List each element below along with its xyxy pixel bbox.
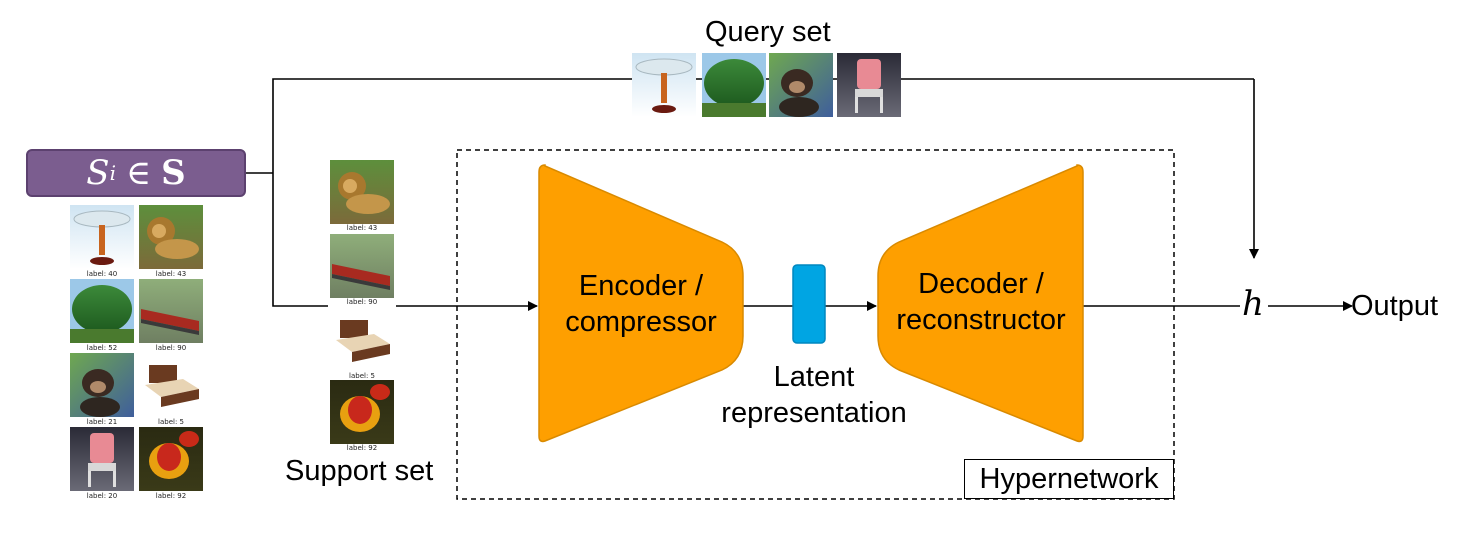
support-train-image [330, 234, 394, 298]
task-train-image [139, 279, 203, 343]
task-label: label: 43 [155, 270, 187, 278]
support-path [272, 173, 328, 307]
h-symbol: h [1242, 284, 1264, 324]
decoder-label: Decoder / reconstructor [886, 266, 1076, 338]
task-label: label: 20 [86, 492, 118, 500]
set-family-symbol: S [161, 153, 186, 193]
latent-label: Latent representation [704, 359, 924, 431]
query-path [272, 78, 1254, 173]
query-chimpanzee-image [769, 53, 833, 117]
task-lamp-image [69, 204, 135, 270]
support-label: label: 92 [346, 444, 378, 452]
decoder-trapezoid [877, 164, 1084, 443]
support-label: label: 5 [349, 372, 375, 380]
task-bed-image [139, 353, 203, 417]
support-label: label: 43 [346, 224, 378, 232]
decoder-label-line1: Decoder / [918, 268, 1044, 300]
query-chair-image [837, 53, 901, 117]
task-tulip-image [139, 427, 203, 491]
set-subscript: i [109, 161, 116, 185]
set-symbol: S [86, 153, 110, 193]
task-label: label: 5 [158, 418, 184, 426]
support-tulip-image [330, 380, 394, 444]
task-chimpanzee-image [70, 353, 134, 417]
support-set-title: Support set [285, 455, 434, 487]
task-label: label: 92 [155, 492, 187, 500]
query-set-images [631, 52, 901, 118]
encoder-label-line1: Encoder / [578, 270, 704, 302]
encoder-label-line2: compressor [565, 306, 717, 338]
latent-label-line1: Latent [773, 361, 855, 393]
task-tree-image [70, 279, 134, 343]
support-label: label: 90 [346, 298, 378, 306]
query-set-title: Query set [705, 16, 831, 48]
task-label: label: 40 [86, 270, 118, 278]
latent-block [792, 264, 826, 344]
element-of-symbol: ∈ [125, 153, 152, 193]
hypernetwork-label: Hypernetwork [964, 459, 1174, 499]
connector-lines [246, 78, 1353, 311]
latent-label-line2: representation [721, 397, 907, 429]
task-chair-image [70, 427, 134, 491]
task-label: label: 52 [86, 344, 118, 352]
query-lamp-image [631, 52, 697, 118]
task-label: label: 21 [86, 418, 118, 426]
task-label: label: 90 [155, 344, 187, 352]
task-lion-image [139, 205, 203, 269]
support-set-images [328, 158, 396, 458]
decoder-label-line2: reconstructor [896, 304, 1066, 336]
query-tree-image [702, 53, 766, 117]
hypernetwork-box [456, 149, 1175, 500]
encoder-label: Encoder / compressor [556, 268, 726, 340]
output-label: Output [1351, 290, 1439, 322]
support-lion-image [330, 160, 394, 224]
support-bed-image [330, 308, 394, 372]
encoder-trapezoid [538, 164, 744, 443]
